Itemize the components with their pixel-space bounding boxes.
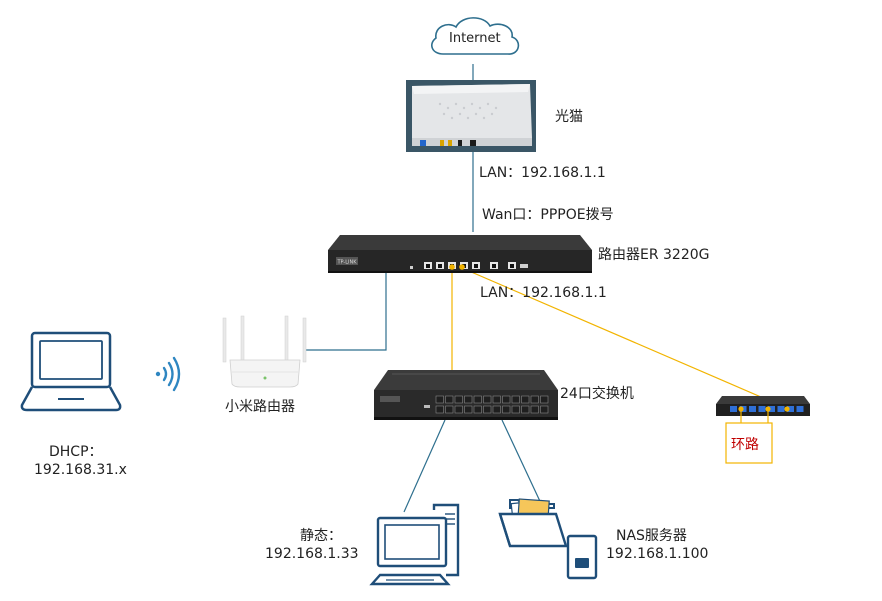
cloud-icon	[431, 17, 520, 55]
wireless-router-image	[222, 315, 307, 388]
router-brand: TP-LINK	[336, 260, 357, 266]
static-label: 静态：	[300, 528, 342, 544]
switch-port	[483, 395, 492, 404]
switch-image	[374, 370, 558, 420]
switch-port	[540, 405, 549, 414]
small-switch-port	[796, 406, 804, 412]
small-switch-port	[730, 406, 737, 412]
dhcp-label: DHCP：	[49, 444, 103, 460]
nas-ip-label: 192.168.1.100	[606, 546, 709, 562]
switch-port	[435, 395, 444, 404]
modem-image	[406, 80, 536, 152]
switch-port	[502, 395, 511, 404]
wifi-icon	[155, 356, 181, 392]
switch-port	[454, 405, 463, 414]
laptop-icon	[20, 331, 122, 412]
modem-label: 光猫	[555, 109, 583, 125]
router-label: 路由器ER 3220G	[598, 247, 710, 263]
switch-port	[454, 395, 463, 404]
nas-folder-icon	[498, 498, 598, 580]
xiaomi-router-label: 小米路由器	[225, 399, 295, 415]
switch-port	[464, 405, 473, 414]
switch-port	[521, 395, 530, 404]
switch-port	[502, 405, 511, 414]
router-xiaomi-link	[304, 270, 387, 351]
switch-port	[511, 395, 520, 404]
switch-port	[492, 395, 501, 404]
switch-port	[492, 405, 501, 414]
router-lan-label: LAN：192.168.1.1	[480, 285, 607, 301]
switch-port	[464, 395, 473, 404]
switch-desktop-link	[403, 419, 446, 513]
switch-port	[530, 395, 539, 404]
desktop-icon	[369, 503, 460, 586]
switch-port	[435, 405, 444, 414]
modem-lan-label: LAN：192.168.1.1	[479, 165, 606, 181]
switch-port	[521, 405, 530, 414]
switch-port	[445, 405, 454, 414]
loop-indicator	[725, 411, 773, 464]
links	[304, 64, 546, 513]
small-switch-port	[758, 406, 766, 412]
router-image: TP-LINK	[328, 235, 592, 273]
switch-port	[511, 405, 520, 414]
switch-port	[483, 405, 492, 414]
nas-label: NAS服务器	[616, 528, 687, 544]
small-switch-image	[716, 396, 810, 416]
small-switch-port	[768, 406, 775, 412]
switch-nas-link	[501, 419, 546, 513]
switch-label: 24口交换机	[560, 386, 634, 402]
small-switch-port	[787, 406, 794, 412]
small-switch-port	[777, 406, 785, 412]
switch-port	[540, 395, 549, 404]
small-switch-port	[749, 406, 756, 412]
switch-port	[473, 395, 482, 404]
switch-port	[530, 405, 539, 414]
wan-label: Wan口：PPPOE拨号	[482, 207, 614, 223]
router-small-switch-link	[461, 267, 769, 401]
switch-port	[445, 395, 454, 404]
dhcp-range-label: 192.168.31.x	[34, 462, 127, 478]
loop-label: 环路	[731, 437, 759, 453]
switch-port	[473, 405, 482, 414]
internet-label: Internet	[449, 31, 501, 46]
static-ip-label: 192.168.1.33	[265, 546, 359, 562]
